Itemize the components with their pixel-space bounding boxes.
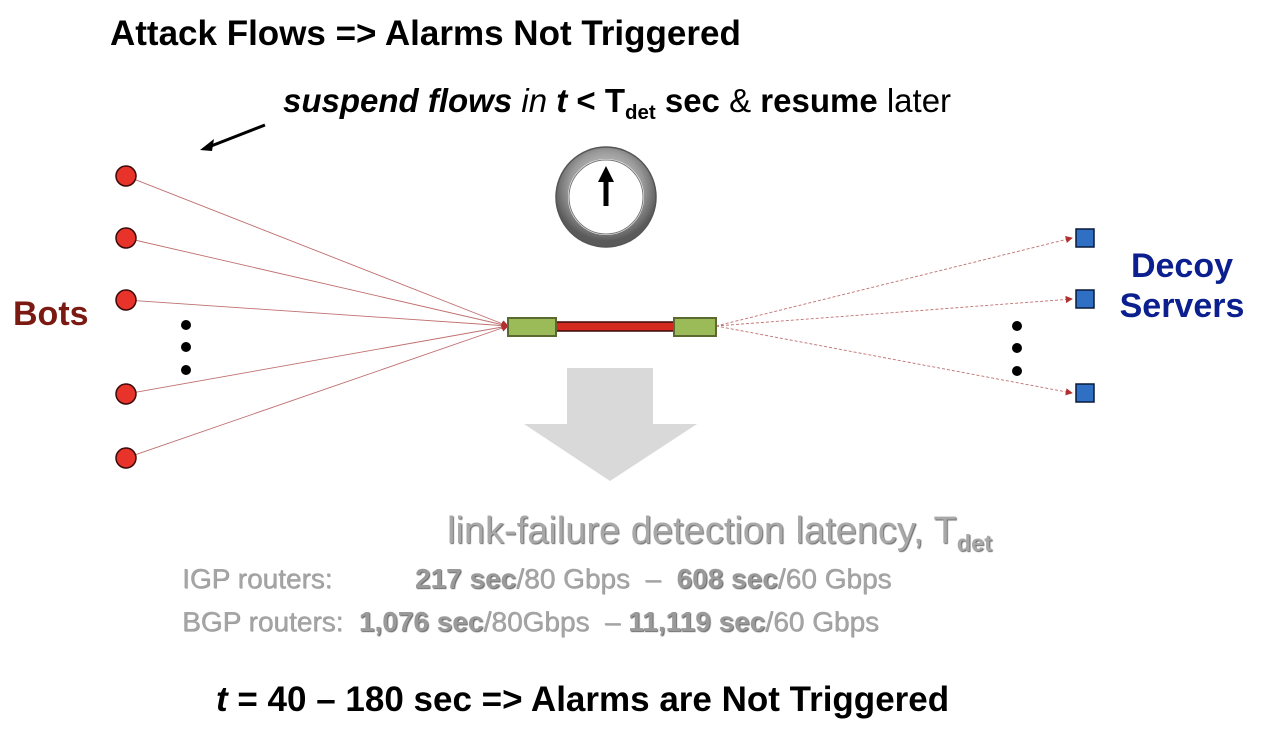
conclusion-rest: = 40 – 180 sec => Alarms are Not Trigger… <box>227 680 950 719</box>
bot-node <box>115 289 137 311</box>
pointer-arrow-icon <box>200 123 266 151</box>
igp-dash: – <box>629 563 677 594</box>
bgp-dash: – <box>589 606 629 637</box>
server-node <box>1075 228 1095 248</box>
latency-text: link-failure detection latency, T <box>447 510 957 552</box>
latency-heading: link-failure detection latency, Tdet <box>447 510 992 557</box>
bgp-value-1: 1,076 sec <box>358 606 484 637</box>
decoy-label-line1: Decoy <box>1130 247 1234 285</box>
target-link <box>507 317 717 337</box>
t-variable: t <box>556 82 568 119</box>
bot-node <box>115 383 137 405</box>
decoy-label-line2: Servers <box>1119 287 1245 326</box>
in-text: in <box>512 82 557 119</box>
igp-routers-row: IGP routers: 217 sec/80 Gbps – 608 sec/60… <box>182 563 891 595</box>
bgp-rate-2: /60 Gbps <box>765 606 879 637</box>
bots-label: Bots <box>13 295 89 333</box>
decoy-servers-label: Decoy Servers <box>1112 246 1252 326</box>
later-text: later <box>877 82 952 119</box>
ampersand-text: & <box>719 82 761 119</box>
det-subscript: det <box>625 101 656 125</box>
suspend-note: suspend flows in t < Tdet sec & resume l… <box>283 82 951 125</box>
conclusion-t-variable: t <box>216 680 228 719</box>
bot-node <box>115 227 137 249</box>
conclusion-text: t = 40 – 180 sec => Alarms are Not Trigg… <box>216 680 949 720</box>
igp-value-2: 608 sec <box>676 563 778 594</box>
resume-text: resume <box>760 82 878 119</box>
igp-value-1: 217 sec <box>415 563 517 594</box>
sec-text: sec <box>655 82 720 119</box>
server-node <box>1075 383 1095 403</box>
slide-title: Attack Flows => Alarms Not Triggered <box>110 14 741 53</box>
bot-node <box>115 447 137 469</box>
latency-subscript: det <box>956 530 993 557</box>
router-left <box>507 317 557 337</box>
igp-rate-2: /60 Gbps <box>777 563 892 594</box>
bgp-rate-1: /80Gbps <box>483 606 590 637</box>
bgp-routers-row: BGP routers: 1,076 sec/80Gbps – 11,119 s… <box>182 606 879 638</box>
router-right <box>673 317 717 337</box>
bots-ellipsis <box>181 320 191 375</box>
server-node <box>1075 289 1095 309</box>
attack-flows-out <box>715 236 1073 396</box>
bgp-label: BGP routers: <box>182 606 359 637</box>
bot-nodes <box>115 165 137 469</box>
servers-ellipsis <box>1012 321 1022 376</box>
less-than-text: < T <box>567 82 626 119</box>
bgp-value-2: 11,119 sec <box>628 606 766 637</box>
igp-label: IGP routers: <box>182 563 333 594</box>
igp-rate-1: /80 Gbps <box>516 563 630 594</box>
stopwatch-icon <box>555 146 657 248</box>
bot-node <box>115 165 137 187</box>
down-arrow-icon <box>524 368 697 481</box>
suspend-flows-text: suspend flows <box>283 82 513 119</box>
server-nodes <box>1075 228 1095 403</box>
attack-flows-in <box>125 175 509 459</box>
